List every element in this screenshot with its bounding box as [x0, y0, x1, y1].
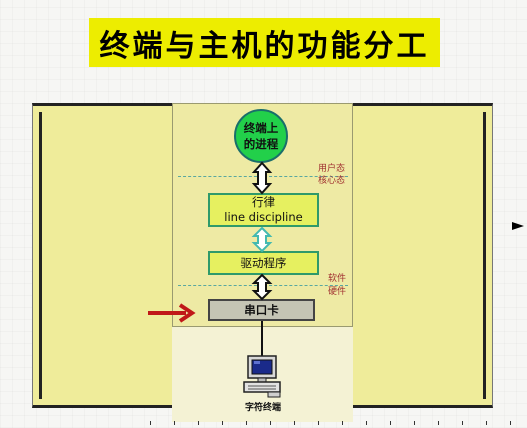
driver-label: 驱动程序: [240, 256, 287, 270]
red-right-arrow-icon: [148, 303, 196, 323]
serial-card-box: 串口卡: [208, 299, 315, 321]
serial-card-label: 串口卡: [244, 303, 279, 317]
double-arrow-ldisc-driver: [251, 226, 273, 253]
line-discipline-box: 行律 line discipline: [208, 193, 319, 227]
user-state-label: 用户态: [318, 164, 346, 174]
terminal-label: 字符终端: [244, 403, 281, 413]
line-discipline-line1: 行律: [252, 195, 275, 209]
process-node-line2: 的进程: [243, 137, 279, 151]
process-node-line1: 终端上: [243, 121, 279, 135]
slide-title: 终端与主机的功能分工: [89, 18, 440, 67]
software-label: 软件: [328, 274, 347, 284]
line-discipline-line2: line discipline: [224, 210, 303, 224]
kernel-state-label: 核心态: [318, 176, 346, 186]
bottom-dotted-rule: [150, 421, 527, 425]
double-arrow-driver-serial: [251, 273, 273, 301]
host-panel-left-edge: [39, 112, 42, 399]
double-arrow-process-ldisc: [251, 161, 273, 195]
hardware-label: 硬件: [328, 287, 347, 297]
driver-box: 驱动程序: [208, 251, 319, 275]
host-panel-right-edge: [483, 112, 486, 399]
computer-terminal-icon: [243, 355, 281, 398]
triangle-right-icon: [512, 222, 524, 230]
process-node: 终端上 的进程: [234, 109, 288, 163]
